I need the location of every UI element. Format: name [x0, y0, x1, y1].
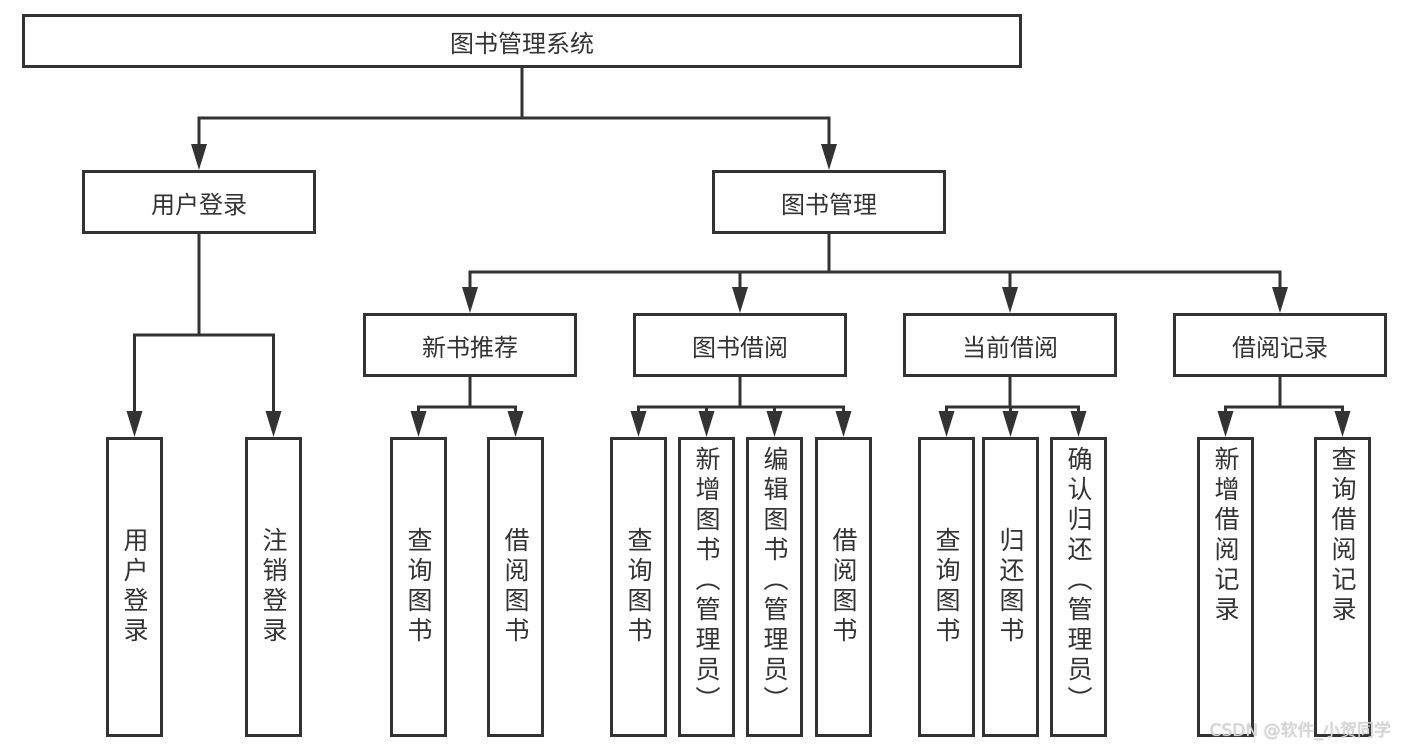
- node-label: 图书管理: [781, 190, 877, 219]
- node-bor-borrow: 借阅图书: [815, 437, 872, 737]
- node-label: 注销登录: [259, 527, 288, 647]
- arrowhead-icon: [265, 411, 282, 437]
- node-rec-query: 查询图书: [390, 437, 447, 737]
- node-cur-confirm: 确认归还（管理员）: [1050, 437, 1107, 737]
- arrowhead-icon: [698, 411, 715, 437]
- arrowhead-icon: [1272, 287, 1288, 313]
- arrowhead-icon: [835, 411, 852, 437]
- node-label: 查询借阅记录: [1328, 446, 1357, 626]
- node-recd-add: 新增借阅记录: [1197, 437, 1254, 737]
- arrowhead-icon: [410, 411, 427, 437]
- node-cur-query: 查询图书: [918, 437, 975, 737]
- arrowhead-icon: [938, 411, 955, 437]
- node-bookmgmt: 图书管理: [712, 170, 946, 234]
- arrowhead-icon: [507, 411, 524, 437]
- arrowhead-icon: [1002, 287, 1018, 313]
- node-current: 当前借阅: [903, 313, 1117, 377]
- arrowhead-icon: [766, 411, 783, 437]
- node-label: 新增借阅记录: [1211, 446, 1240, 626]
- node-recd-query: 查询借阅记录: [1314, 437, 1371, 737]
- node-label: 借阅图书: [829, 527, 858, 647]
- arrowhead-icon: [821, 144, 837, 170]
- node-label: 图书借阅: [692, 333, 788, 362]
- node-cur-return: 归还图书: [982, 437, 1039, 737]
- node-records: 借阅记录: [1173, 313, 1387, 377]
- node-label: 借阅记录: [1232, 333, 1328, 362]
- arrowhead-icon: [630, 411, 647, 437]
- node-label: 图书管理系统: [450, 29, 594, 58]
- node-label: 用户登录: [120, 527, 149, 647]
- arrowhead-icon: [1002, 411, 1019, 437]
- node-login-login: 用户登录: [106, 437, 163, 737]
- node-label: 借阅图书: [501, 527, 530, 647]
- node-label: 查询图书: [932, 527, 961, 647]
- arrowhead-icon: [126, 411, 143, 437]
- arrowhead-icon: [732, 287, 748, 313]
- node-label: 新增图书（管理员）: [692, 446, 721, 716]
- arrowhead-icon: [462, 287, 478, 313]
- node-recommend: 新书推荐: [363, 313, 577, 377]
- node-bor-add: 新增图书（管理员）: [678, 437, 735, 737]
- node-rec-borrow: 借阅图书: [487, 437, 544, 737]
- node-borrow: 图书借阅: [633, 313, 847, 377]
- node-root: 图书管理系统: [22, 14, 1022, 68]
- node-label: 新书推荐: [422, 333, 518, 362]
- node-label: 归还图书: [996, 527, 1025, 647]
- arrowhead-icon: [1217, 411, 1234, 437]
- arrowhead-icon: [191, 144, 207, 170]
- arrowhead-icon: [1334, 411, 1351, 437]
- watermark: CSDN @软件_小贺同学: [1209, 721, 1391, 741]
- node-bor-edit: 编辑图书（管理员）: [746, 437, 803, 737]
- node-label: 查询图书: [624, 527, 653, 647]
- node-label: 当前借阅: [962, 333, 1058, 362]
- node-bor-query: 查询图书: [610, 437, 667, 737]
- node-label: 编辑图书（管理员）: [760, 446, 789, 716]
- node-login-logout: 注销登录: [245, 437, 302, 737]
- node-label: 用户登录: [151, 190, 247, 219]
- node-label: 确认归还（管理员）: [1064, 446, 1093, 716]
- arrowhead-icon: [1070, 411, 1087, 437]
- node-login: 用户登录: [82, 170, 316, 234]
- node-label: 查询图书: [404, 527, 433, 647]
